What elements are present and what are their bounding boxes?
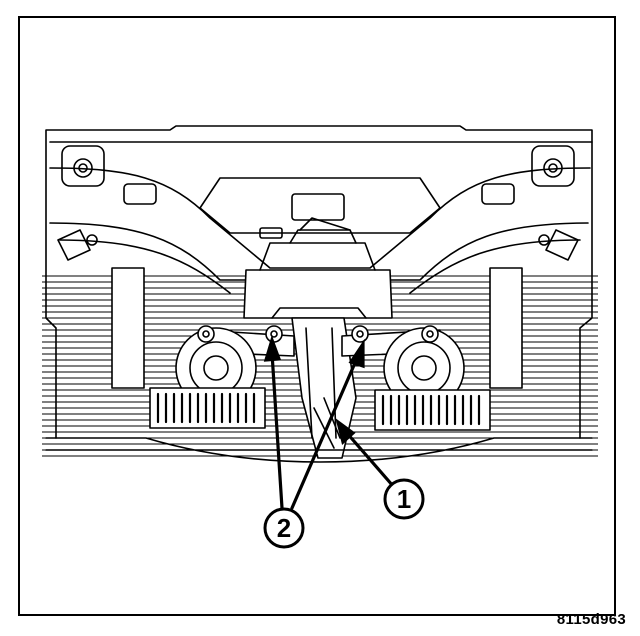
fascia-upper-edge [49, 141, 593, 269]
center-bezel [199, 177, 441, 234]
fascia-curve-inner [59, 239, 581, 294]
left-horn [149, 325, 266, 429]
center-opening [291, 193, 345, 221]
right-clip-hole [538, 234, 550, 246]
right-mount-boss [531, 145, 575, 187]
left-mount-boss [61, 145, 105, 187]
left-frame-rail [111, 267, 145, 389]
right-horn [374, 325, 491, 431]
left-horn-nut [265, 325, 283, 343]
callout-1-label: 1 [397, 484, 411, 514]
callout-2-label: 2 [277, 513, 291, 543]
diagram-frame: 2 1 [18, 16, 616, 616]
left-clip-hole [86, 234, 98, 246]
left-clip [57, 229, 91, 261]
lower-lip [45, 437, 593, 463]
fascia-outline [45, 125, 593, 439]
center-support-bracket [243, 217, 393, 319]
right-slot [481, 183, 515, 205]
horn-assembly-illustration: 2 1 [42, 125, 598, 549]
right-frame-rail [489, 267, 523, 389]
right-horn-nut [351, 325, 369, 343]
leader-arrow-2-left [263, 334, 284, 510]
center-small-slot [259, 227, 283, 239]
callout-2: 2 [263, 507, 305, 549]
right-clip [545, 229, 579, 261]
left-slot [123, 183, 157, 205]
callout-1: 1 [383, 478, 425, 520]
leader-arrow-2-right [290, 338, 365, 510]
figure-code: 8115d963 [556, 611, 626, 628]
